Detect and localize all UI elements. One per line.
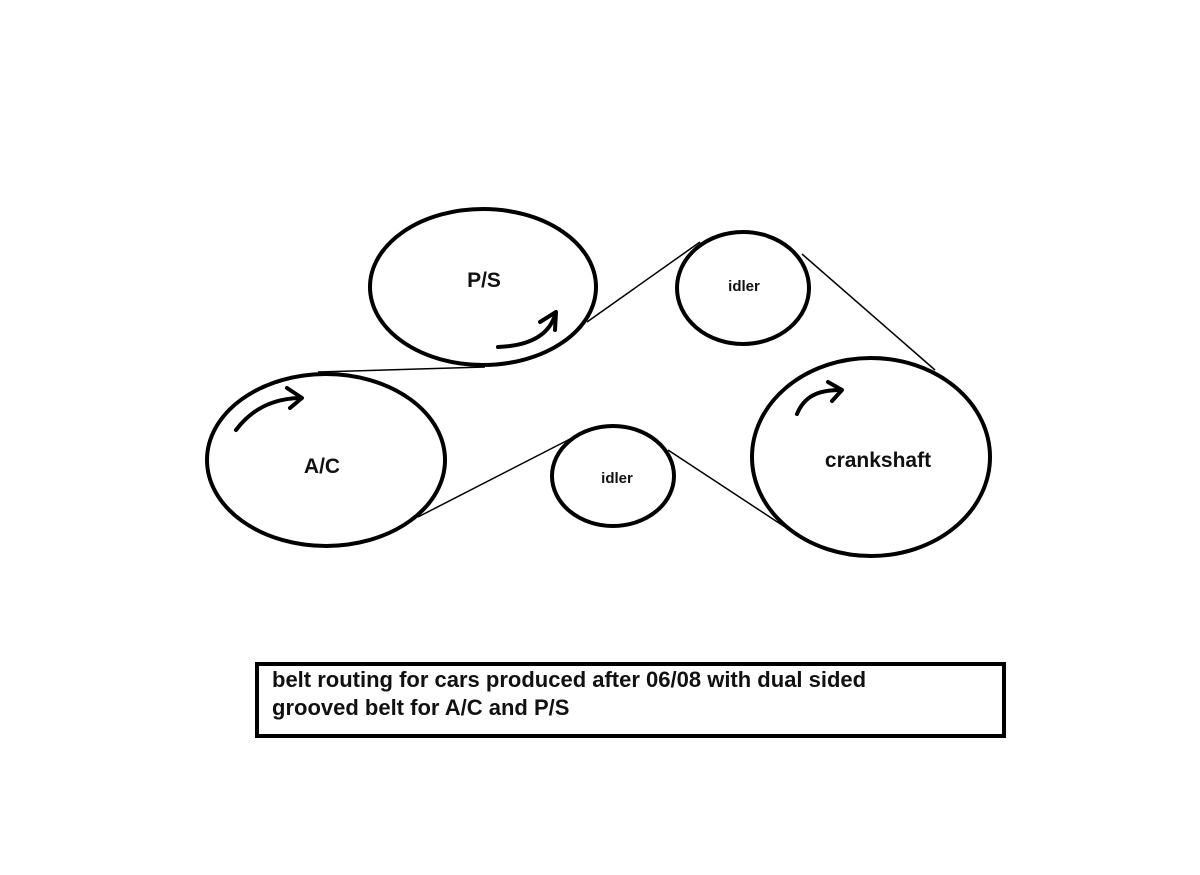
- belt-segment-ac-ps: [317, 366, 486, 373]
- idler-bottom-pulley: [550, 424, 676, 528]
- ps-rotation-arrow-icon: [496, 310, 558, 349]
- caption-line-1: belt routing for cars produced after 06/…: [272, 667, 867, 692]
- caption-box: belt routing for cars produced after 06/…: [255, 662, 1006, 738]
- belt-segment-crankshaft-idler-bottom: [667, 449, 786, 528]
- idler-top-label: idler: [728, 278, 760, 295]
- crankshaft-pulley: [750, 356, 992, 558]
- ps-pulley: [368, 207, 598, 367]
- ps-label: P/S: [467, 269, 501, 292]
- crankshaft-rotation-arrow-icon: [795, 380, 844, 416]
- idler-top-pulley: [675, 230, 811, 346]
- crankshaft-label: crankshaft: [825, 449, 931, 472]
- caption-line-2: grooved belt for A/C and P/S: [272, 695, 570, 720]
- ac-pulley: [205, 372, 447, 548]
- belt-segment-idler-bottom-ac: [417, 437, 573, 518]
- ac-rotation-arrow-icon: [234, 386, 304, 432]
- belt-segment-idler-top-crankshaft: [801, 253, 936, 371]
- ac-label: A/C: [304, 455, 340, 478]
- belt-segment-ps-idler-top: [586, 241, 701, 323]
- idler-bottom-label: idler: [601, 470, 633, 487]
